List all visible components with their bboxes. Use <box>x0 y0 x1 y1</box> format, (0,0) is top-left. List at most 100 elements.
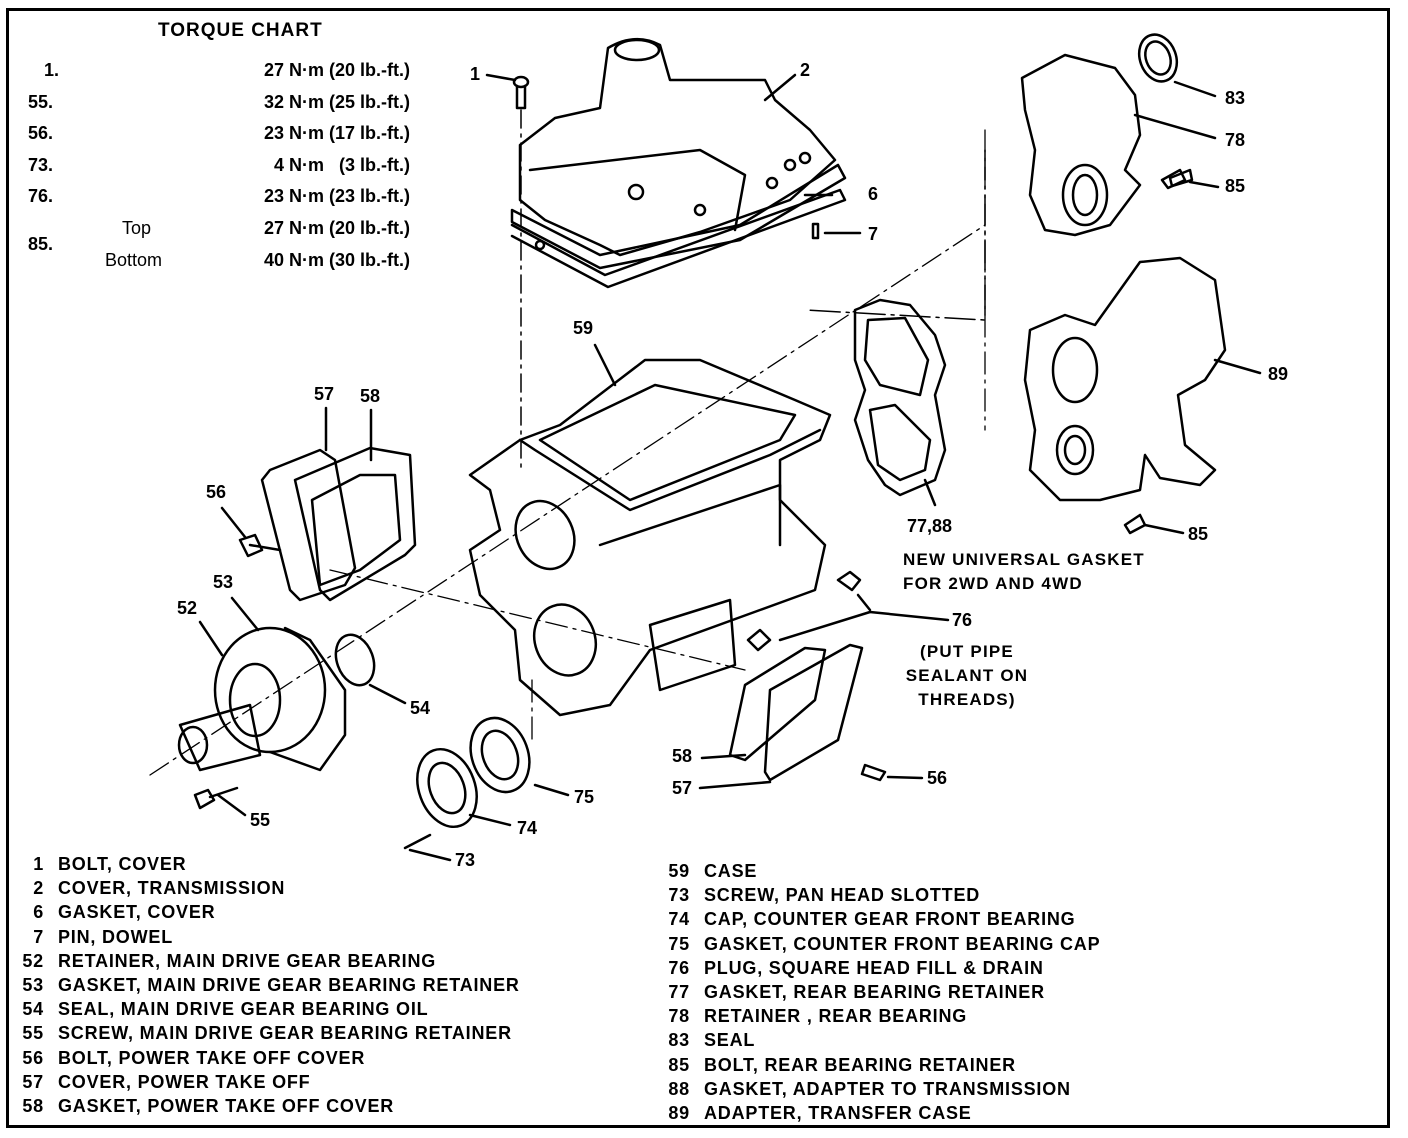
callout-83: 83 <box>1225 88 1246 108</box>
torque-sub-label: Top <box>122 218 152 238</box>
gasket-note: NEW UNIVERSAL GASKET FOR 2WD AND 4WD <box>903 548 1145 596</box>
sealant-note-line: (PUT PIPE <box>920 642 1014 661</box>
legend-item-number: 2 <box>33 878 44 899</box>
legend-item-description: SCREW, PAN HEAD SLOTTED <box>704 885 981 906</box>
callout-1: 1 <box>470 64 481 84</box>
torque-chart-title: TORQUE CHART <box>158 20 323 41</box>
legend-item-number: 75 <box>668 933 690 954</box>
torque-part: 56. <box>28 123 54 143</box>
legend-item-number: 7 <box>33 926 44 947</box>
dowel-pin-icon <box>811 222 820 240</box>
legend-item-number: 89 <box>668 1102 690 1123</box>
transmission-case-part <box>468 358 832 717</box>
torque-part: 1. <box>44 60 60 80</box>
legend-item-description: GASKET, REAR BEARING RETAINER <box>704 981 1045 1002</box>
legend-item-number: 83 <box>668 1030 690 1051</box>
legend-item-description: GASKET, ADAPTER TO TRANSMISSION <box>704 1078 1071 1099</box>
legend-item-number: 78 <box>668 1006 690 1027</box>
legend-item-number: 58 <box>22 1095 44 1116</box>
callout-77-88: 77,88 <box>907 516 953 536</box>
legend-item-description: GASKET, COUNTER FRONT BEARING CAP <box>704 933 1101 954</box>
callout-74: 74 <box>517 818 538 838</box>
legend-item-number: 52 <box>22 950 44 971</box>
legend-item-description: PIN, DOWEL <box>58 926 173 947</box>
callout-78: 78 <box>1225 130 1246 150</box>
callout-76: 76 <box>952 610 973 630</box>
legend-item: 78 RETAINER , REAR BEARING <box>646 1004 1100 1028</box>
sealant-note-line: SEALANT ON <box>905 666 1029 685</box>
legend-item: 88 GASKET, ADAPTER TO TRANSMISSION <box>646 1077 1100 1101</box>
legend-item-number: 88 <box>668 1078 690 1099</box>
bolt-55-icon <box>193 786 239 810</box>
diagram-frame <box>6 8 1390 1128</box>
legend-item: 73 SCREW, PAN HEAD SLOTTED <box>646 883 1100 907</box>
callout-58: 58 <box>360 386 381 406</box>
universal-gasket-part <box>853 298 947 497</box>
torque-value: 40 N·m (30 lb.-ft.) <box>263 250 410 270</box>
bolt-85-icon <box>1160 168 1187 190</box>
counter-gear-cap-part <box>416 716 531 829</box>
legend-item: 55 SCREW, MAIN DRIVE GEAR BEARING RETAINE… <box>0 1021 520 1045</box>
callout-85: 85 <box>1225 176 1246 196</box>
callout-56: 56 <box>927 768 948 788</box>
legend-item-number: 73 <box>668 885 690 906</box>
legend-item-description: GASKET, COVER <box>58 902 216 923</box>
centerlines <box>149 129 986 776</box>
legend-item-number: 77 <box>668 981 690 1002</box>
legend-item-description: RETAINER , REAR BEARING <box>704 1006 968 1027</box>
callout-57: 57 <box>314 384 335 404</box>
legend-item-description: GASKET, POWER TAKE OFF COVER <box>58 1095 395 1116</box>
oil-seal-part <box>334 633 376 687</box>
callout-89: 89 <box>1268 364 1289 384</box>
legend-item-number: 85 <box>668 1054 690 1075</box>
callout-57: 57 <box>672 778 693 798</box>
legend-item-number: 55 <box>22 1023 44 1044</box>
callout-54: 54 <box>410 698 431 718</box>
legend-item-description: COVER, POWER TAKE OFF <box>58 1071 311 1092</box>
legend-item: 7 PIN, DOWEL <box>0 925 520 949</box>
legend-item-description: SCREW, MAIN DRIVE GEAR BEARING RETAINER <box>58 1023 512 1044</box>
legend-item-description: CAP, COUNTER GEAR FRONT BEARING <box>704 909 1076 930</box>
legend-item: 57 COVER, POWER TAKE OFF <box>0 1070 520 1094</box>
legend-item: 58 GASKET, POWER TAKE OFF COVER <box>0 1094 520 1118</box>
legend-item: 83 SEAL <box>646 1028 1100 1052</box>
callout-53: 53 <box>213 572 234 592</box>
legend-item-number: 6 <box>33 902 44 923</box>
pto-cover-left-part <box>238 446 417 602</box>
screw-73-icon <box>403 833 432 850</box>
callout-75: 75 <box>574 787 595 807</box>
legend-item-number: 57 <box>22 1071 44 1092</box>
torque-part: 55. <box>28 92 54 112</box>
legend-item-description: CASE <box>704 861 758 881</box>
bolt-85-icon <box>1123 513 1147 535</box>
callout-59: 59 <box>573 318 594 338</box>
pto-cover-right-part <box>728 643 864 782</box>
legend-item: 75 GASKET, COUNTER FRONT BEARING CAP <box>646 932 1100 956</box>
callout-73: 73 <box>455 850 476 870</box>
torque-part: 73. <box>28 155 54 175</box>
legend-item-description: SEAL <box>704 1030 756 1051</box>
legend-item-number: 54 <box>22 999 44 1020</box>
sealant-note-line: THREADS) <box>918 690 1016 709</box>
legend-item-description: GASKET, MAIN DRIVE GEAR BEARING RETAINER <box>58 974 520 995</box>
bolt-1-icon <box>512 75 530 471</box>
transmission-cover-part <box>510 38 847 289</box>
legend-item-description: SEAL, MAIN DRIVE GEAR BEARING OIL <box>58 999 429 1020</box>
torque-part: 76. <box>28 186 54 206</box>
callout-55: 55 <box>250 810 271 830</box>
drain-plug-icon <box>746 570 862 652</box>
torque-value: 23 N·m (17 lb.-ft.) <box>263 123 410 143</box>
callout-52: 52 <box>177 598 198 618</box>
